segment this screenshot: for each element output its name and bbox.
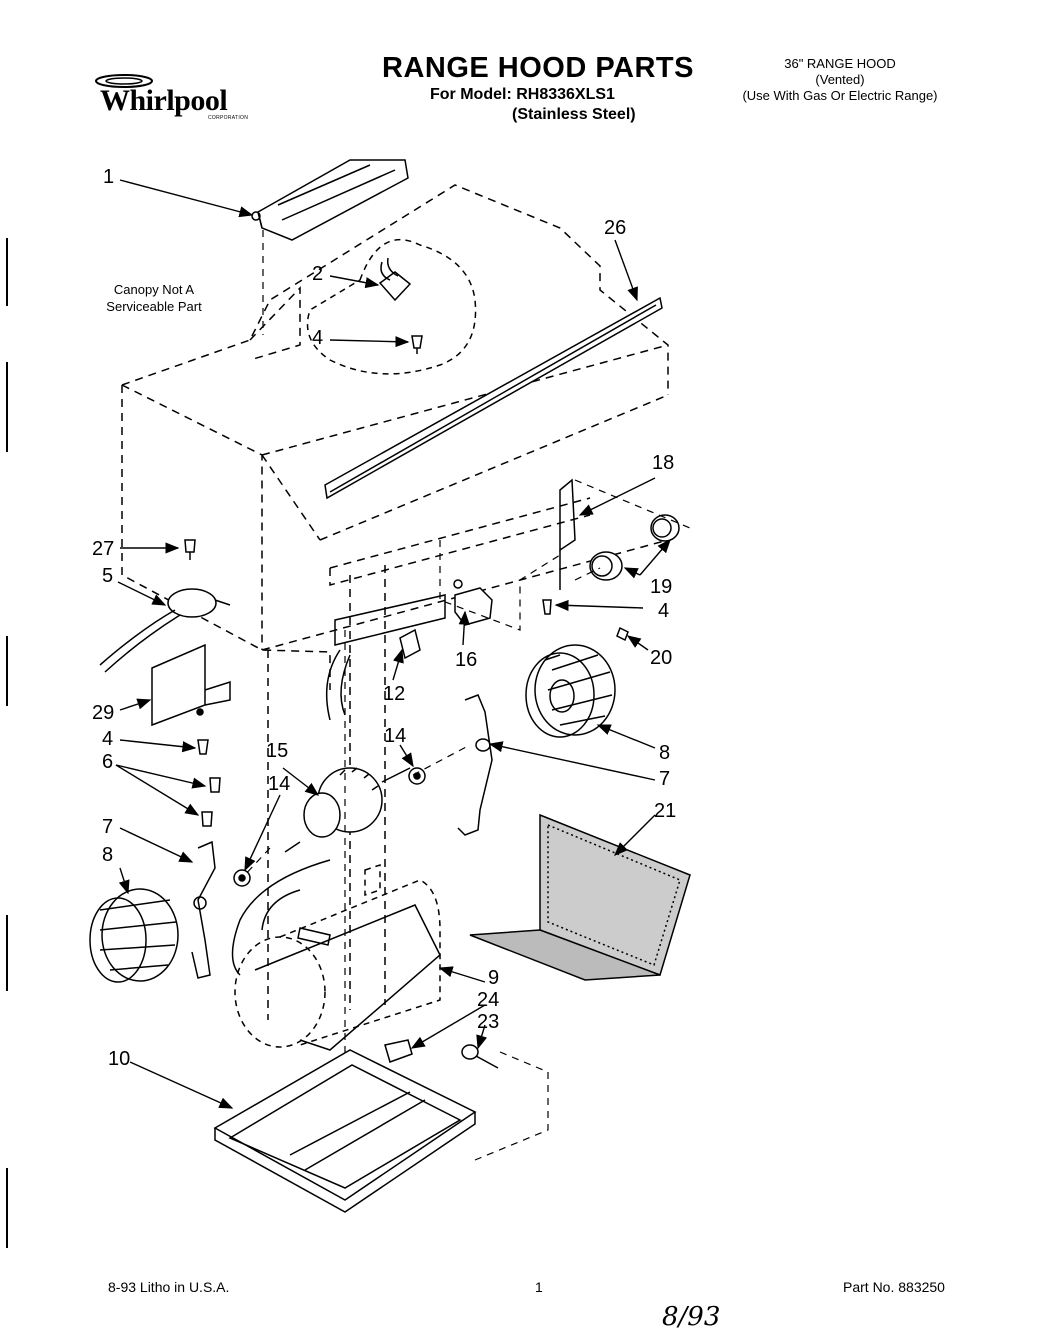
callout-9: 9	[488, 967, 500, 989]
handwritten-date: 8/93	[662, 1302, 721, 1332]
callout-12: 12	[383, 683, 406, 705]
margin-mark	[6, 636, 8, 706]
grommet-part-14-right	[408, 767, 426, 785]
whirlpool-logo: Whirlpool CORPORATION	[94, 70, 266, 126]
knob-part-19-b	[589, 551, 623, 581]
product-type: (Vented)	[815, 72, 865, 87]
blower-housing-part-9	[234, 863, 441, 1048]
callout-7-right: 7	[659, 768, 671, 790]
margin-mark	[6, 238, 8, 306]
callout-21: 21	[654, 800, 677, 822]
callout-27: 27	[92, 538, 115, 560]
margin-mark	[6, 915, 8, 991]
clip-part-20	[616, 626, 629, 642]
page-number: 1	[535, 1279, 543, 1295]
callout-1: 1	[103, 166, 115, 188]
product-size: 36" RANGE HOOD	[784, 56, 896, 71]
callout-6: 6	[102, 751, 114, 773]
light-compartment-outline	[306, 239, 477, 375]
brand-corporation: CORPORATION	[208, 115, 249, 121]
margin-mark	[6, 362, 8, 452]
motor-part-15	[231, 767, 411, 976]
callout-19: 19	[650, 576, 673, 598]
callout-29: 29	[92, 702, 115, 724]
light-socket-part-2	[378, 257, 412, 302]
finish-label: (Stainless Steel)	[512, 106, 636, 123]
switch-part-16	[453, 579, 493, 626]
light-fixture-part-1	[251, 159, 409, 241]
callout-26: 26	[604, 217, 627, 239]
part-number: Part No. 883250	[843, 1279, 945, 1295]
brand-name: Whirlpool	[100, 84, 228, 117]
callout-15: 15	[266, 740, 289, 762]
filter-part-21	[469, 813, 691, 981]
product-use: (Use With Gas Or Electric Range)	[742, 88, 938, 103]
page-title: RANGE HOOD PARTS	[382, 52, 694, 84]
screws-part-6	[201, 777, 221, 827]
trim-strip-part-26	[324, 296, 663, 500]
canopy-note: Canopy Not A Serviceable Part	[106, 282, 202, 314]
knob-part-19-a	[650, 514, 680, 542]
callout-14-left: 14	[268, 773, 291, 795]
callout-18: 18	[652, 452, 675, 474]
assembly-guide-lines	[241, 230, 691, 1161]
screw-part-4-left	[197, 739, 209, 755]
bracket-part-29	[151, 643, 231, 727]
callout-20: 20	[650, 647, 673, 669]
screw-part-23	[461, 1044, 499, 1069]
blower-wheel-part-8-right	[525, 644, 616, 738]
screw-part-27	[184, 539, 196, 560]
callout-7-left: 7	[102, 816, 114, 838]
callout-4-switch: 4	[658, 600, 670, 622]
callout-16: 16	[455, 649, 478, 671]
callout-8-left: 8	[102, 844, 114, 866]
clip-part-24	[384, 1039, 413, 1063]
callout-2: 2	[312, 263, 324, 285]
screw-part-4-top	[411, 335, 423, 354]
screw-part-4-switch	[542, 599, 552, 615]
blower-wheel-part-8-left	[89, 888, 179, 983]
litho-note: 8-93 Litho in U.S.A.	[108, 1279, 230, 1295]
model-number: For Model: RH8336XLS1	[430, 86, 615, 103]
callout-8-right: 8	[659, 742, 671, 764]
motor-mount-part-7-right	[457, 694, 493, 836]
callout-leaders	[115, 179, 671, 1109]
plate-part-12	[325, 594, 446, 721]
capacitor-part-5	[99, 588, 231, 673]
callout-14-right: 14	[384, 725, 407, 747]
bottom-pan-part-10	[213, 1049, 477, 1213]
callout-10: 10	[108, 1048, 131, 1070]
callout-23: 23	[477, 1011, 500, 1033]
switch-bracket-part-18	[559, 478, 576, 590]
whirlpool-logo-mark	[95, 74, 153, 88]
housing-wire-part-9	[254, 904, 441, 1051]
callout-5: 5	[102, 565, 114, 587]
motor-mount-part-7-left	[191, 840, 216, 979]
callout-24: 24	[477, 989, 500, 1011]
margin-mark	[6, 1168, 8, 1248]
callout-4: 4	[312, 327, 324, 349]
callout-4-left: 4	[102, 728, 114, 750]
